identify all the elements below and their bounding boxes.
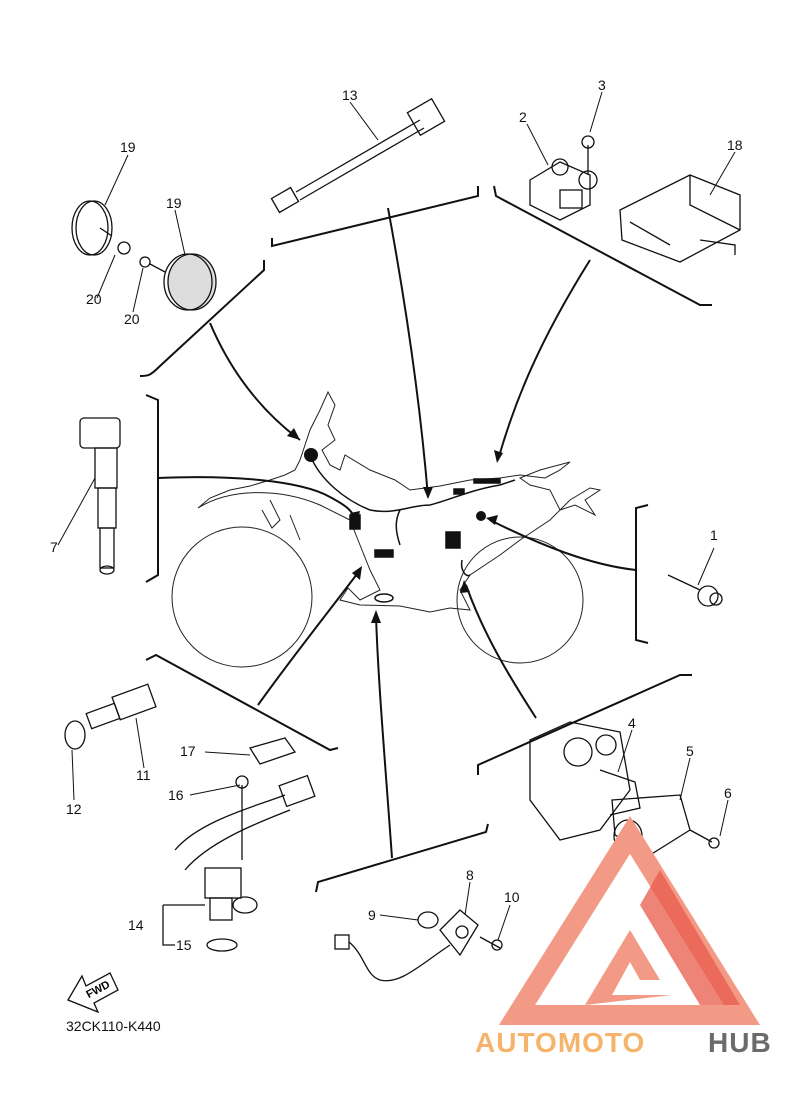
callout-20b: 20 <box>124 311 140 327</box>
throttle-body <box>529 721 720 856</box>
ignition-coil-location-dot <box>304 448 318 462</box>
crank-sensor <box>162 737 316 952</box>
fork-line-2 <box>289 514 301 541</box>
callout-6: 6 <box>724 785 732 801</box>
diagram-code: 32CK110-K440 <box>66 1018 161 1034</box>
callout-leaders <box>57 91 736 941</box>
callout-19b: 19 <box>166 195 182 211</box>
motorcycle-outline <box>171 390 602 668</box>
callout-2: 2 <box>519 109 527 125</box>
callout-5: 5 <box>686 743 694 759</box>
leader-lines <box>157 207 637 859</box>
callout-15: 15 <box>176 937 192 953</box>
frame-throttle <box>477 674 692 775</box>
frame-coil <box>145 394 159 583</box>
ignition-coil <box>79 417 121 575</box>
front-wheel <box>171 526 313 668</box>
fwd-arrow-icon: FWD <box>67 972 119 1014</box>
harness-ecu-box <box>445 531 461 549</box>
harness-coupler-2 <box>453 488 465 495</box>
sensor-ecu-parts <box>529 135 741 263</box>
callout-4: 4 <box>628 715 636 731</box>
sub-lead-harness <box>270 97 446 214</box>
lead-sensor <box>334 909 503 982</box>
callout-17: 17 <box>180 743 196 759</box>
fork-line-1 <box>261 499 281 529</box>
harness-coupler-4 <box>374 549 394 558</box>
group-frames <box>139 185 712 893</box>
callout-1: 1 <box>710 527 718 543</box>
callout-3: 3 <box>598 77 606 93</box>
harness-plug <box>374 593 394 603</box>
cover-textured <box>167 253 217 311</box>
callout-18: 18 <box>727 137 743 153</box>
callout-20a: 20 <box>86 291 102 307</box>
nut-b <box>139 256 151 268</box>
sensor-location-dot <box>476 511 486 521</box>
callout-11: 11 <box>136 767 151 783</box>
small-sensor <box>667 574 723 607</box>
thermo-unit <box>64 683 157 750</box>
callout-10: 10 <box>504 889 520 905</box>
callout-9: 9 <box>368 907 376 923</box>
frame-harness <box>271 186 479 248</box>
callout-13: 13 <box>342 87 358 103</box>
callout-12: 12 <box>66 801 82 817</box>
cover-parts <box>71 200 217 311</box>
callout-14: 14 <box>128 917 144 933</box>
central-harness <box>309 454 516 603</box>
watermark-text-auto: AUTOMOTO <box>475 1027 645 1058</box>
nut-a <box>117 241 131 255</box>
rear-wheel <box>456 536 584 664</box>
watermark-text-hub: HUB <box>708 1027 772 1058</box>
frame-ecu <box>493 185 712 306</box>
callout-16: 16 <box>168 787 184 803</box>
callout-8: 8 <box>466 867 474 883</box>
frame-outline <box>197 390 602 613</box>
cover-plain <box>71 200 109 256</box>
automotohub-logo: AUTOMOTO HUB <box>475 816 772 1058</box>
callout-19a: 19 <box>120 139 136 155</box>
frame-sensor1 <box>635 504 649 644</box>
frame-thermo <box>145 653 339 752</box>
callout-7: 7 <box>50 539 58 555</box>
leader-arrowheads <box>287 428 503 623</box>
frame-ignition <box>139 260 265 377</box>
harness-coupler-1 <box>473 478 501 484</box>
frame-crank <box>315 823 489 893</box>
